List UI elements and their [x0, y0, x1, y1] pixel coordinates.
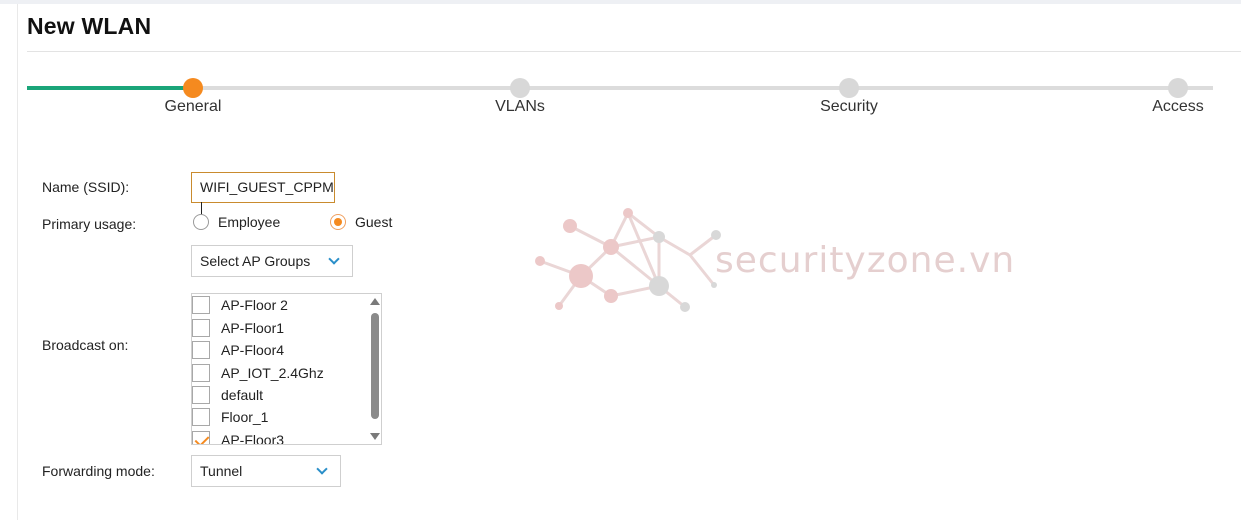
radio-guest-circle[interactable]: [330, 214, 346, 230]
list-item-label: AP-Floor4: [221, 342, 285, 358]
left-divider: [17, 4, 18, 520]
list-scrollbar[interactable]: [370, 296, 380, 442]
ssid-input[interactable]: WIFI_GUEST_CPPM: [191, 172, 335, 221]
list-item-label: AP-Floor 2: [221, 297, 288, 313]
list-item-label: Floor_1: [221, 409, 269, 425]
ap-groups-dropdown[interactable]: Select AP Groups: [191, 245, 353, 277]
step-general-dot[interactable]: [183, 78, 203, 98]
scrollbar-thumb[interactable]: [371, 313, 379, 419]
list-item[interactable]: Floor_1: [192, 406, 268, 428]
list-item[interactable]: default: [192, 384, 263, 406]
list-item[interactable]: AP-Floor4: [192, 339, 284, 361]
broadcast-on-list[interactable]: AP-Floor 2 AP-Floor1 AP-Floor4 AP_IOT_2.…: [191, 293, 382, 445]
stepper-progress: [27, 86, 193, 90]
list-item-label: AP-Floor1: [221, 320, 285, 336]
page-title: New WLAN: [27, 13, 152, 39]
text-caret: [201, 202, 202, 221]
checkbox[interactable]: [192, 296, 210, 314]
forwarding-mode-dropdown[interactable]: Tunnel: [191, 455, 341, 487]
broadcast-on-label: Broadcast on:: [42, 337, 129, 353]
checkbox[interactable]: [192, 364, 210, 382]
ssid-label: Name (SSID):: [42, 179, 130, 195]
step-access-dot[interactable]: [1168, 78, 1188, 98]
list-item[interactable]: AP_IOT_2.4Ghz: [192, 362, 324, 384]
forwarding-mode-label: Forwarding mode:: [42, 463, 155, 479]
arrow-up-icon[interactable]: [370, 298, 380, 305]
ap-groups-label: Select AP Groups: [200, 253, 311, 269]
stepper-track: [27, 86, 1213, 90]
radio-guest-label: Guest: [355, 214, 393, 230]
checkbox[interactable]: [192, 341, 210, 359]
step-vlans-dot[interactable]: [510, 78, 530, 98]
ssid-value: WIFI_GUEST_CPPM: [200, 179, 334, 195]
radio-employee-circle[interactable]: [193, 214, 209, 230]
chevron-down-icon: [316, 463, 328, 475]
checkbox[interactable]: [192, 386, 210, 404]
list-item-label: default: [221, 387, 264, 403]
list-item[interactable]: AP-Floor 2: [192, 294, 288, 316]
list-item-label: AP_IOT_2.4Ghz: [221, 365, 324, 381]
step-access-label[interactable]: Access: [1152, 98, 1204, 115]
forwarding-mode-value: Tunnel: [200, 463, 243, 479]
watermark-network-icon: [535, 208, 721, 312]
radio-employee[interactable]: Employee: [193, 214, 280, 230]
list-item-label: AP-Floor3: [221, 432, 285, 445]
arrow-down-icon[interactable]: [370, 433, 380, 440]
radio-guest[interactable]: Guest: [330, 214, 392, 230]
top-strip: [0, 0, 1241, 4]
step-general-label[interactable]: General: [164, 98, 222, 115]
list-item[interactable]: AP-Floor3: [192, 429, 285, 445]
checkbox[interactable]: [192, 319, 210, 337]
step-security-label[interactable]: Security: [820, 98, 878, 115]
checkbox[interactable]: [192, 408, 210, 426]
title-divider: [27, 51, 1241, 52]
step-security-dot[interactable]: [839, 78, 859, 98]
watermark-text: securityzone.vn: [715, 240, 1016, 281]
checkbox-checked[interactable]: [192, 431, 210, 444]
step-vlans-label[interactable]: VLANs: [495, 98, 545, 115]
primary-usage-label: Primary usage:: [42, 216, 137, 232]
chevron-down-icon: [328, 253, 340, 265]
radio-employee-label: Employee: [218, 214, 281, 230]
list-item[interactable]: AP-Floor1: [192, 317, 284, 339]
